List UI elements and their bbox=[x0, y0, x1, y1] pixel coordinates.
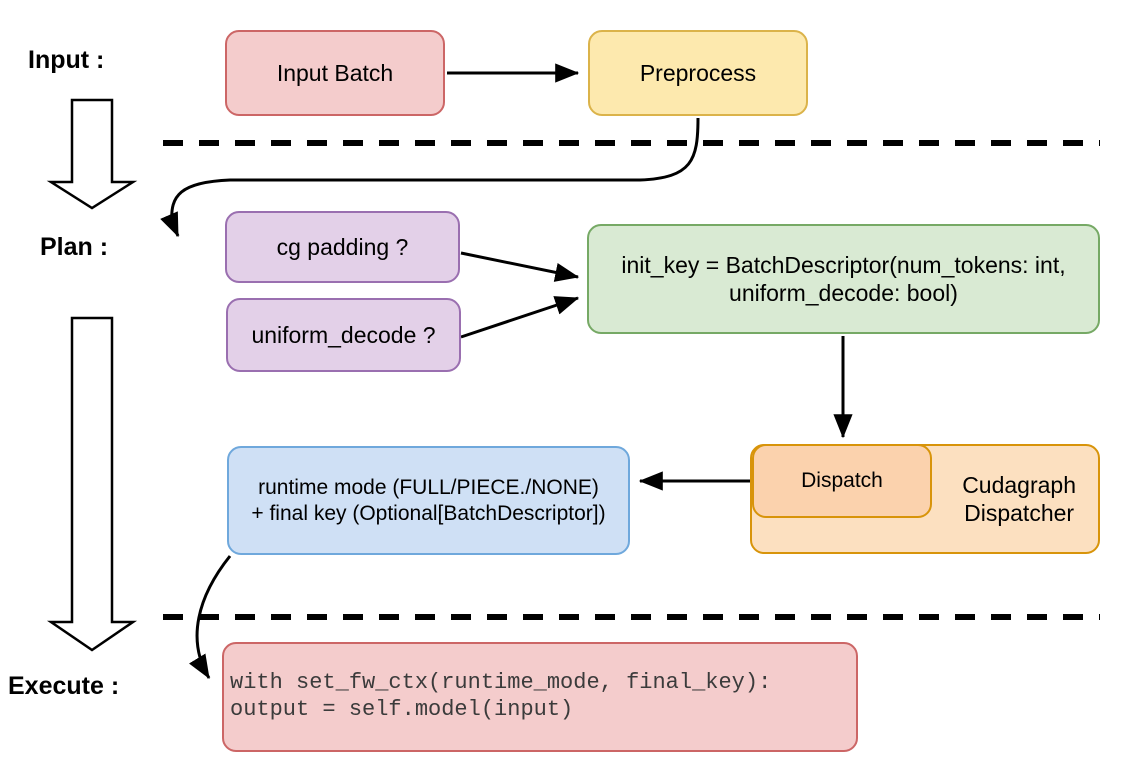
node-uniform-decode[interactable]: uniform_decode ? bbox=[226, 298, 461, 372]
node-dispatch-label: Dispatch bbox=[801, 469, 883, 493]
stage-arrow-input-to-plan bbox=[46, 98, 138, 210]
node-input-batch[interactable]: Input Batch bbox=[225, 30, 445, 116]
arrow-uniform-decode-to-init-key bbox=[460, 296, 580, 339]
stage-label-input: Input : bbox=[28, 46, 105, 74]
node-execute-code-label: with set_fw_ctx(runtime_mode, final_key)… bbox=[230, 670, 772, 722]
node-preprocess[interactable]: Preprocess bbox=[588, 30, 808, 116]
node-runtime-mode[interactable]: runtime mode (FULL/PIECE./NONE) + final … bbox=[227, 446, 630, 555]
stage-arrow-plan-to-execute bbox=[46, 316, 138, 652]
node-input-batch-label: Input Batch bbox=[276, 59, 394, 86]
arrow-cg-padding-to-init-key bbox=[460, 251, 580, 282]
node-dispatch[interactable]: Dispatch bbox=[752, 444, 932, 518]
node-runtime-mode-label: runtime mode (FULL/PIECE./NONE) + final … bbox=[251, 475, 606, 525]
node-cudagraph-dispatcher-label: Cudagraph Dispatcher bbox=[962, 471, 1076, 526]
node-execute-code[interactable]: with set_fw_ctx(runtime_mode, final_key)… bbox=[222, 642, 858, 752]
node-init-key[interactable]: init_key = BatchDescriptor(num_tokens: i… bbox=[587, 224, 1100, 334]
node-uniform-decode-label: uniform_decode ? bbox=[251, 321, 436, 348]
node-cg-padding[interactable]: cg padding ? bbox=[225, 211, 460, 283]
node-preprocess-label: Preprocess bbox=[639, 59, 757, 86]
stage-label-plan: Plan : bbox=[40, 233, 109, 261]
stage-label-execute: Execute : bbox=[8, 672, 120, 700]
node-init-key-label: init_key = BatchDescriptor(num_tokens: i… bbox=[621, 251, 1066, 306]
node-cg-padding-label: cg padding ? bbox=[276, 233, 409, 260]
